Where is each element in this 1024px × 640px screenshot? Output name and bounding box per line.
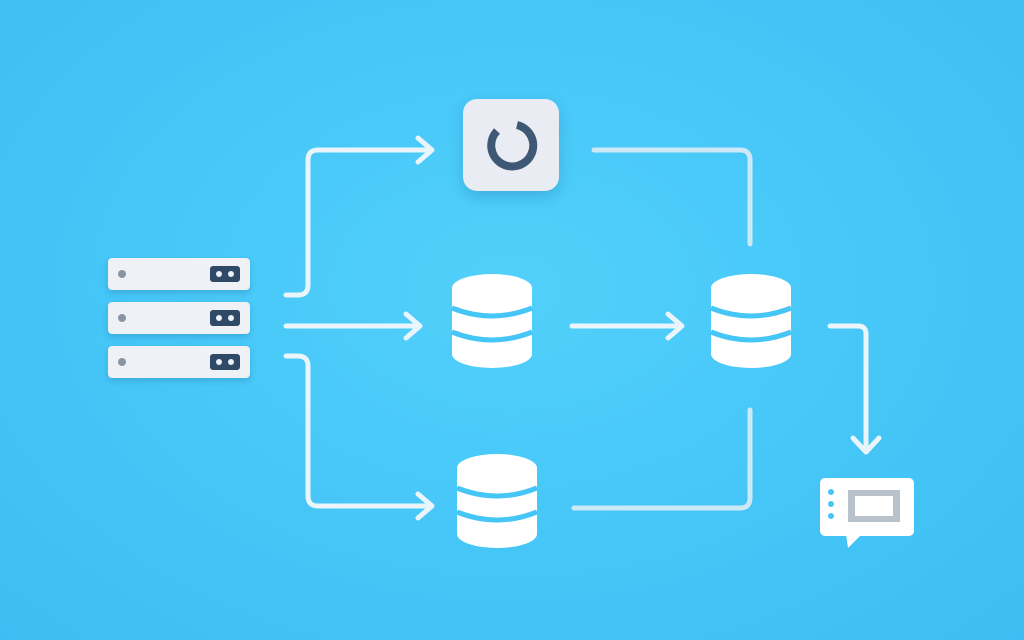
server-unit [108, 258, 250, 290]
database-right[interactable] [709, 272, 793, 370]
server-unit [108, 346, 250, 378]
status-led-icon [118, 314, 126, 322]
port-icon [210, 266, 240, 282]
status-led-icon [118, 358, 126, 366]
edge-server-to-db-bottom [283, 353, 433, 509]
message-window-icon [820, 478, 914, 548]
edge-db-bottom-to-db-right [571, 407, 753, 511]
output-panel[interactable] [818, 476, 916, 552]
database-middle[interactable] [450, 272, 534, 370]
edge-server-to-process [283, 147, 433, 298]
edge-db-right-to-output [827, 323, 869, 451]
process-tile[interactable] [463, 99, 559, 191]
port-icon [210, 354, 240, 370]
status-led-icon [118, 270, 126, 278]
arrowhead-db-bottom [415, 491, 435, 521]
database-icon [456, 454, 538, 548]
arrowhead-db-right [665, 311, 685, 341]
edge-process-to-db-right [591, 147, 753, 247]
arrowhead-db-middle [403, 311, 423, 341]
server-rack-icon[interactable] [108, 258, 252, 380]
loading-spinner-icon [487, 121, 538, 171]
arrowhead-output [850, 435, 882, 455]
server-unit [108, 302, 250, 334]
arrowhead-process [415, 135, 435, 165]
database-bottom[interactable] [455, 452, 539, 550]
database-icon [451, 274, 533, 368]
port-icon [210, 310, 240, 326]
database-icon [710, 274, 792, 368]
